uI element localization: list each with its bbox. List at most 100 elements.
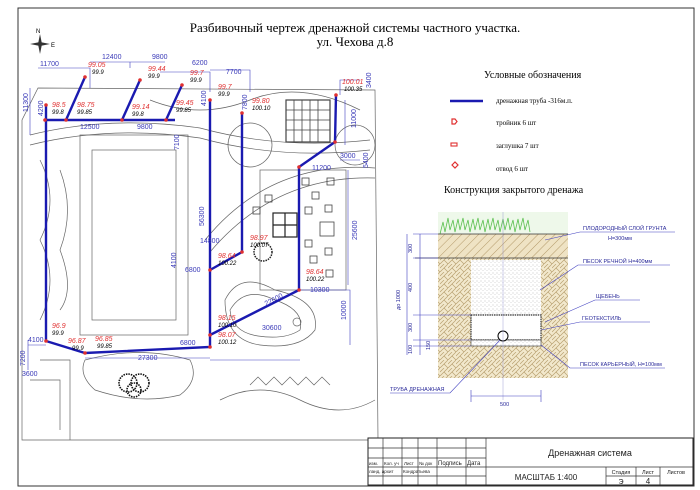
tb-author: Кондратьева <box>403 469 430 474</box>
legend-item-pipe: дренажная труба -316м.п. <box>496 97 573 105</box>
elbow-fitting-icon <box>451 161 459 169</box>
svg-text:H=300мм: H=300мм <box>608 236 632 242</box>
svg-text:5400: 5400 <box>363 152 370 168</box>
drawing-subtitle: ул. Чехова д.8 <box>317 34 394 49</box>
dimension-labels: 11700 12400 9800 6200 7700 11300 4200 12… <box>20 54 373 378</box>
svg-text:99.7: 99.7 <box>190 70 205 77</box>
legend-heading: Условные обозначения <box>484 70 582 81</box>
svg-text:12400: 12400 <box>102 54 122 61</box>
compass-icon: N E <box>30 29 55 54</box>
svg-text:98.97: 98.97 <box>250 235 269 242</box>
svg-text:300: 300 <box>408 323 414 332</box>
svg-text:6800: 6800 <box>185 267 201 274</box>
svg-text:99.85: 99.85 <box>176 108 192 114</box>
project-name: Дренажная система <box>548 448 632 458</box>
svg-text:99.8: 99.8 <box>132 112 144 118</box>
svg-text:96.9: 96.9 <box>52 323 66 330</box>
stage-label: Стадия <box>612 470 631 476</box>
svg-text:7100: 7100 <box>174 134 181 150</box>
tree-cluster <box>118 373 150 398</box>
svg-text:400: 400 <box>408 283 414 292</box>
svg-text:ПЛОДОРОДНЫЙ СЛОЙ ГРУНТА: ПЛОДОРОДНЫЙ СЛОЙ ГРУНТА <box>583 224 667 232</box>
sheets-label: Листов <box>667 470 685 476</box>
svg-text:100.07: 100.07 <box>250 243 269 249</box>
svg-text:98.64: 98.64 <box>306 269 324 276</box>
svg-text:96.87: 96.87 <box>68 338 87 345</box>
svg-text:ГЕОТЕКСТИЛЬ: ГЕОТЕКСТИЛЬ <box>582 316 622 322</box>
title-block: изм. Кол. уч Лист № док Подпись Дата лан… <box>367 437 694 486</box>
legend-item-elbow: отвод 6 шт <box>496 165 528 173</box>
sheet-label: Лист <box>642 470 654 476</box>
svg-text:ЩЕБЕНЬ: ЩЕБЕНЬ <box>596 294 620 300</box>
svg-text:99.9: 99.9 <box>72 346 84 352</box>
svg-text:11200: 11200 <box>312 165 331 172</box>
svg-text:ТРУБА ДРЕНАЖНАЯ: ТРУБА ДРЕНАЖНАЯ <box>390 387 445 393</box>
svg-text:до 1000: до 1000 <box>396 290 402 310</box>
svg-text:100.10: 100.10 <box>218 323 237 329</box>
svg-text:6200: 6200 <box>192 60 208 67</box>
drainage-cross-section: 300 400 300 100 150 до 1000 500 ПЛОДОРОД… <box>390 212 675 408</box>
svg-text:100.12: 100.12 <box>218 340 237 346</box>
svg-text:99.85: 99.85 <box>77 110 93 116</box>
tb-header: № док <box>419 461 432 466</box>
svg-text:98.75: 98.75 <box>77 102 95 109</box>
svg-text:27300: 27300 <box>138 355 158 362</box>
svg-text:99.8: 99.8 <box>52 110 64 116</box>
svg-text:100.22: 100.22 <box>306 277 325 283</box>
svg-text:10000: 10000 <box>341 300 348 320</box>
svg-text:99.05: 99.05 <box>88 62 106 69</box>
svg-text:98.64: 98.64 <box>218 253 236 260</box>
svg-text:99.14: 99.14 <box>132 104 150 111</box>
svg-text:4200: 4200 <box>38 100 45 116</box>
drawing-scale: МАСШТАБ 1:400 <box>515 473 578 482</box>
svg-text:3600: 3600 <box>22 371 38 378</box>
svg-text:99.9: 99.9 <box>92 70 104 76</box>
svg-text:99.80: 99.80 <box>252 98 270 105</box>
svg-text:6800: 6800 <box>180 340 196 347</box>
svg-text:96.85: 96.85 <box>95 336 113 343</box>
svg-text:99.9: 99.9 <box>148 74 160 80</box>
svg-text:30600: 30600 <box>262 325 282 332</box>
svg-text:N: N <box>36 29 40 35</box>
svg-text:E: E <box>51 43 55 49</box>
legend-item-tee: тройник 6 шт <box>496 119 536 127</box>
drainage-pipes <box>44 76 338 355</box>
tb-role: ланд. архит <box>369 469 394 474</box>
svg-text:100.22: 100.22 <box>218 261 237 267</box>
svg-text:14800: 14800 <box>200 238 220 245</box>
section-heading: Конструкция закрытого дренажа <box>444 185 584 196</box>
svg-text:9800: 9800 <box>152 54 168 61</box>
svg-text:25600: 25600 <box>352 220 359 240</box>
tb-header: Подпись <box>438 461 462 467</box>
svg-text:11000: 11000 <box>351 109 358 128</box>
pipe-fittings <box>43 75 338 355</box>
tb-header: Лист <box>404 461 414 466</box>
svg-text:12500: 12500 <box>80 124 100 131</box>
svg-text:99.9: 99.9 <box>218 92 230 98</box>
svg-text:500: 500 <box>500 402 509 408</box>
legend: Условные обозначения дренажная труба -31… <box>444 70 584 196</box>
svg-text:100.01: 100.01 <box>342 79 364 86</box>
tb-header: изм. <box>369 461 378 466</box>
svg-text:9800: 9800 <box>137 124 153 131</box>
svg-text:7800: 7800 <box>242 94 249 110</box>
svg-text:100.35: 100.35 <box>344 87 363 93</box>
svg-text:3000: 3000 <box>340 153 356 160</box>
drawing-title: Разбивочный чертеж дренажной системы час… <box>190 20 520 35</box>
svg-text:100.10: 100.10 <box>252 106 271 112</box>
svg-text:10300: 10300 <box>310 287 330 294</box>
svg-text:300: 300 <box>408 244 414 253</box>
svg-text:99.45: 99.45 <box>176 100 194 107</box>
svg-text:ПЕСОК РЕЧНОЙ H=400мм: ПЕСОК РЕЧНОЙ H=400мм <box>583 257 652 265</box>
svg-text:7700: 7700 <box>226 69 242 76</box>
svg-text:150: 150 <box>426 341 432 350</box>
svg-text:98.15: 98.15 <box>218 315 236 322</box>
svg-text:99.9: 99.9 <box>190 78 202 84</box>
tb-header: Кол. уч <box>384 461 399 466</box>
svg-text:22600: 22600 <box>264 293 285 308</box>
svg-text:7200: 7200 <box>20 350 27 366</box>
stage-value: Э <box>618 479 623 486</box>
svg-text:100: 100 <box>408 345 414 354</box>
